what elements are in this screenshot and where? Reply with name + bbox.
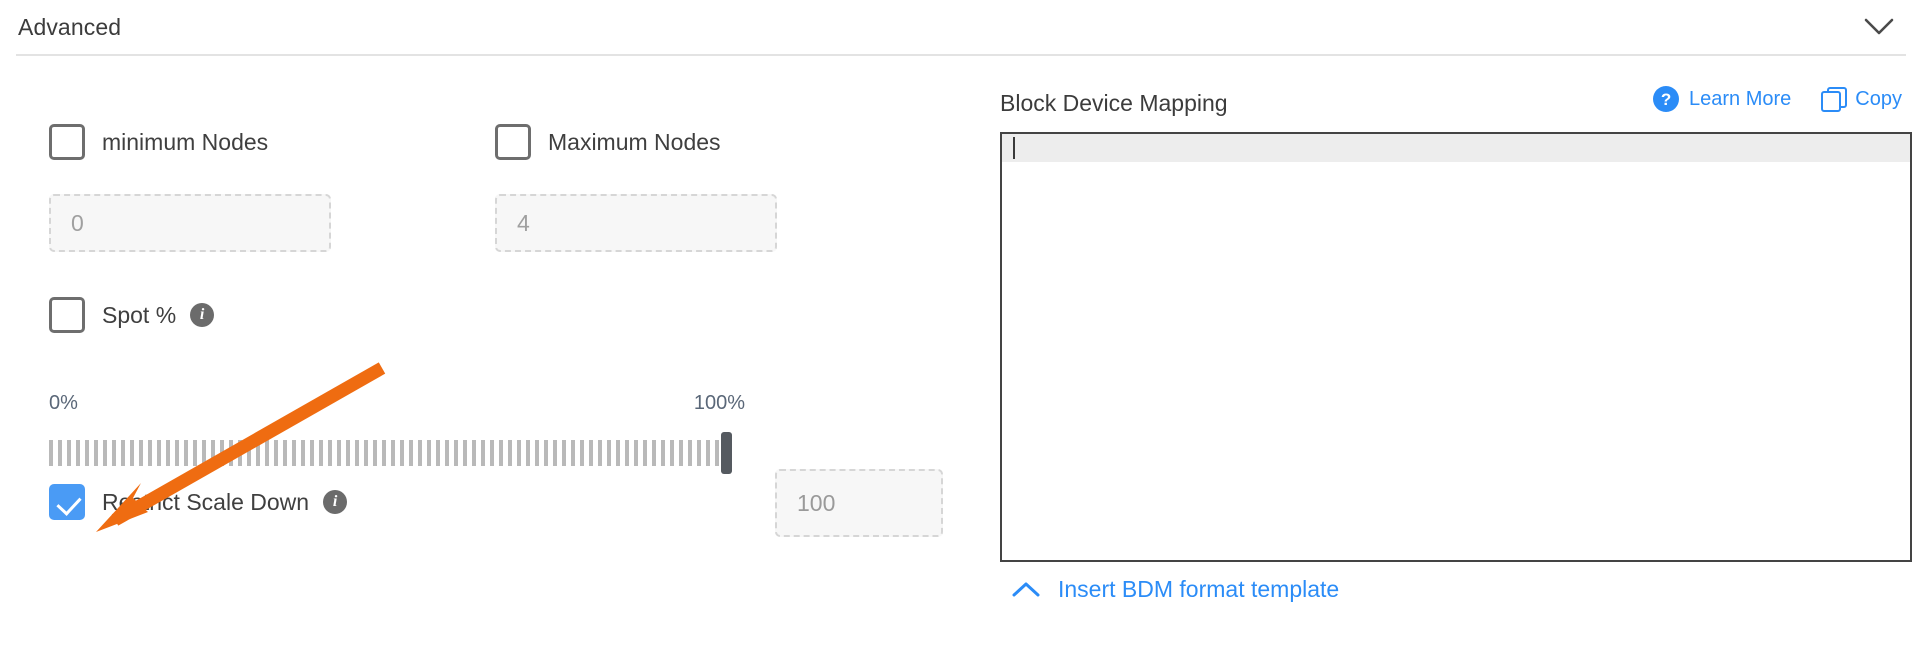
spot-percent-checkbox[interactable] bbox=[49, 297, 85, 333]
minimum-nodes-input[interactable]: 0 bbox=[49, 194, 331, 252]
insert-bdm-template-label: Insert BDM format template bbox=[1058, 576, 1340, 602]
maximum-nodes-input[interactable]: 4 bbox=[495, 194, 777, 252]
learn-more-button[interactable]: ? Learn More bbox=[1653, 86, 1791, 112]
block-device-mapping-header: Block Device Mapping ? Learn More Copy bbox=[1000, 86, 1920, 120]
page-title: Advanced bbox=[18, 13, 122, 40]
chevron-up-icon bbox=[1012, 581, 1040, 598]
spot-percent-value-input[interactable]: 100 bbox=[775, 469, 943, 537]
minimum-nodes-row: minimum Nodes bbox=[49, 124, 268, 160]
maximum-nodes-label: Maximum Nodes bbox=[548, 128, 721, 155]
editor-gutter bbox=[1002, 134, 1910, 162]
left-column: minimum Nodes 0 Maximum Nodes 4 Spot % i… bbox=[0, 54, 1000, 656]
block-device-mapping-title: Block Device Mapping bbox=[1000, 89, 1228, 116]
advanced-section-header[interactable]: Advanced bbox=[0, 0, 1920, 54]
slider-track[interactable] bbox=[49, 432, 749, 474]
spot-percent-slider[interactable]: 0% 100% bbox=[49, 392, 749, 474]
minimum-nodes-label: minimum Nodes bbox=[102, 128, 269, 155]
slider-handle[interactable] bbox=[721, 432, 732, 474]
slider-max-label: 100% bbox=[693, 392, 745, 414]
restrict-scale-down-checkbox[interactable] bbox=[49, 484, 85, 520]
editor-caret bbox=[1013, 137, 1015, 159]
insert-bdm-template-button[interactable]: Insert BDM format template bbox=[1000, 576, 1339, 603]
spot-percent-row: Spot % i bbox=[49, 297, 215, 333]
restrict-scale-down-label: Restrict Scale Down bbox=[102, 488, 310, 515]
copy-label: Copy bbox=[1855, 87, 1902, 110]
block-device-mapping-actions: ? Learn More Copy bbox=[1653, 86, 1902, 112]
maximum-nodes-row: Maximum Nodes bbox=[495, 124, 721, 160]
copy-icon bbox=[1821, 87, 1848, 112]
copy-button[interactable]: Copy bbox=[1821, 87, 1902, 112]
slider-min-label: 0% bbox=[49, 392, 78, 414]
header-divider bbox=[16, 54, 1906, 56]
slider-labels: 0% 100% bbox=[49, 392, 749, 420]
maximum-nodes-checkbox[interactable] bbox=[495, 124, 531, 160]
spot-percent-info-icon[interactable]: i bbox=[190, 303, 215, 327]
spot-percent-label: Spot % bbox=[102, 301, 177, 328]
right-column: Block Device Mapping ? Learn More Copy bbox=[1000, 54, 1920, 656]
restrict-scale-down-row: Restrict Scale Down i bbox=[49, 484, 348, 520]
restrict-scale-down-info-icon[interactable]: i bbox=[323, 490, 348, 514]
chevron-down-icon[interactable] bbox=[1862, 10, 1896, 44]
learn-more-label: Learn More bbox=[1689, 87, 1792, 110]
block-device-mapping-editor[interactable] bbox=[1000, 132, 1912, 562]
question-mark-circle-icon: ? bbox=[1653, 86, 1680, 112]
minimum-nodes-checkbox[interactable] bbox=[49, 124, 85, 160]
slider-ticks bbox=[49, 440, 727, 466]
